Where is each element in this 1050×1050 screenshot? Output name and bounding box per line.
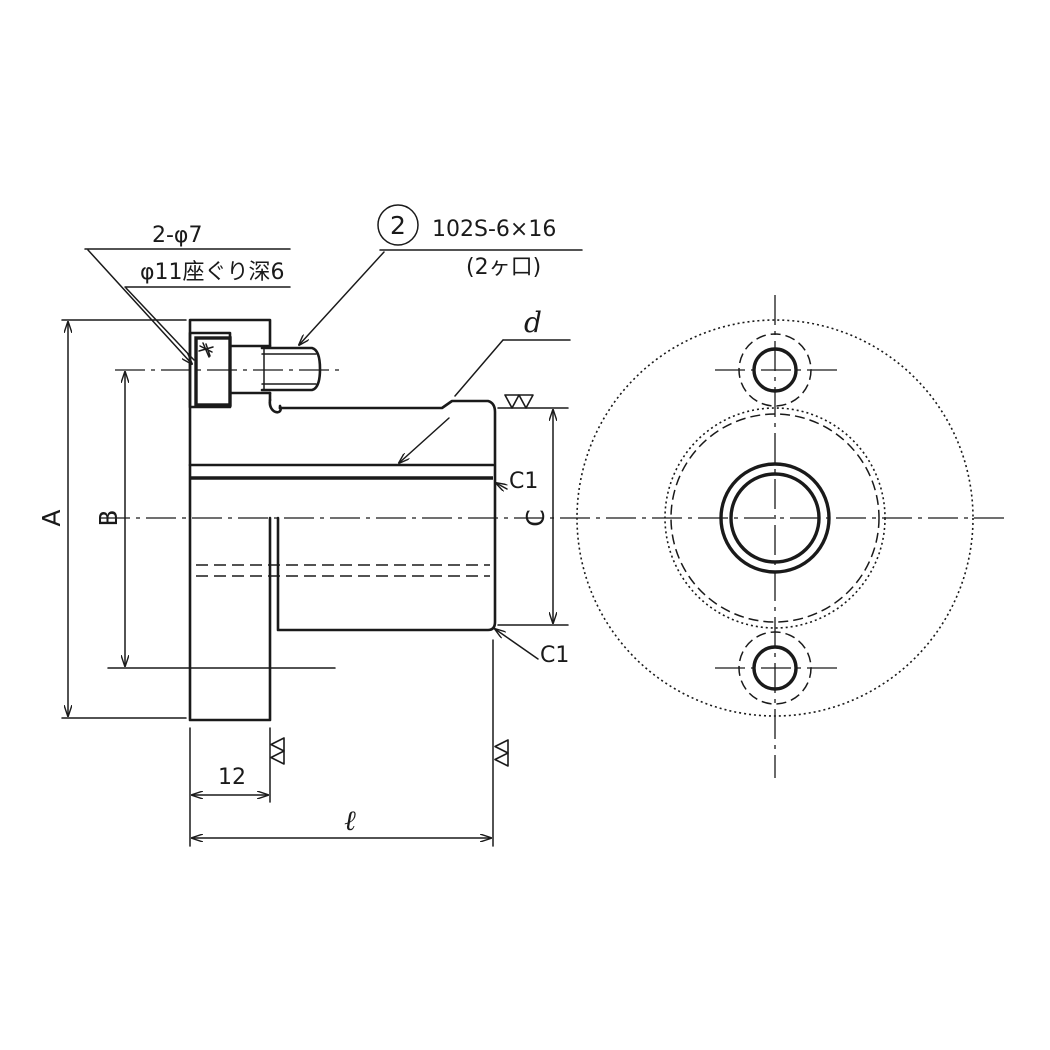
bore-diameter-leader-lower	[399, 417, 450, 463]
bolt-hole-bottom	[715, 631, 838, 705]
dim-12-label: 12	[218, 765, 246, 790]
chamfer-bottom-leader	[495, 629, 539, 660]
hole-note-leader	[87, 249, 192, 364]
end-view	[576, 295, 974, 778]
socket-head-screw	[194, 336, 322, 407]
body-outline	[276, 399, 497, 632]
part-number: 2	[390, 211, 406, 240]
dim-c-label: C	[521, 509, 550, 526]
screw-socket-mark	[198, 342, 214, 358]
dimensions: A B C 12 ℓ	[37, 319, 569, 847]
finish-mark-flange-face	[270, 737, 285, 765]
body-outer-circle	[664, 407, 886, 629]
counterbore-note-leader	[125, 287, 195, 361]
chamfer-top-label: C1	[509, 469, 538, 494]
bore-diameter-label: d	[524, 306, 542, 339]
side-view	[115, 318, 497, 722]
bolt-hole-top	[715, 333, 838, 407]
screw-head	[194, 336, 232, 407]
screw-qty: (2ヶ口)	[466, 255, 541, 280]
dim-b-label: B	[94, 509, 123, 526]
bore-inner-circle	[729, 472, 821, 564]
part-number-balloon	[377, 204, 419, 246]
screw-shank	[260, 346, 322, 392]
dim-l-label: ℓ	[344, 804, 356, 837]
bore-outer-circle	[719, 462, 831, 574]
screw-leader	[299, 251, 385, 345]
dim-a-label: A	[37, 509, 66, 526]
finish-mark-outer-diameter	[504, 394, 534, 409]
finish-mark-body-end	[494, 739, 509, 767]
counterbore-note: φ11座ぐり深6	[140, 260, 285, 285]
bore-diameter-leader-upper	[454, 339, 504, 397]
chamfer-top-leader	[496, 483, 508, 489]
surface-finish-marks	[270, 394, 534, 767]
chamfer-bottom-label: C1	[540, 643, 569, 668]
body-chamfer-circle	[670, 413, 880, 623]
notes: 2-φ7 φ11座ぐり深6 2 102S-6×16 (2ヶ口) d C1 C1	[84, 204, 583, 668]
flange-outline	[188, 318, 272, 722]
screw-spec: 102S-6×16	[432, 217, 556, 242]
undercut-notch	[268, 398, 282, 414]
flange-outer-circle	[576, 319, 974, 717]
hole-qty-note: 2-φ7	[152, 223, 202, 248]
